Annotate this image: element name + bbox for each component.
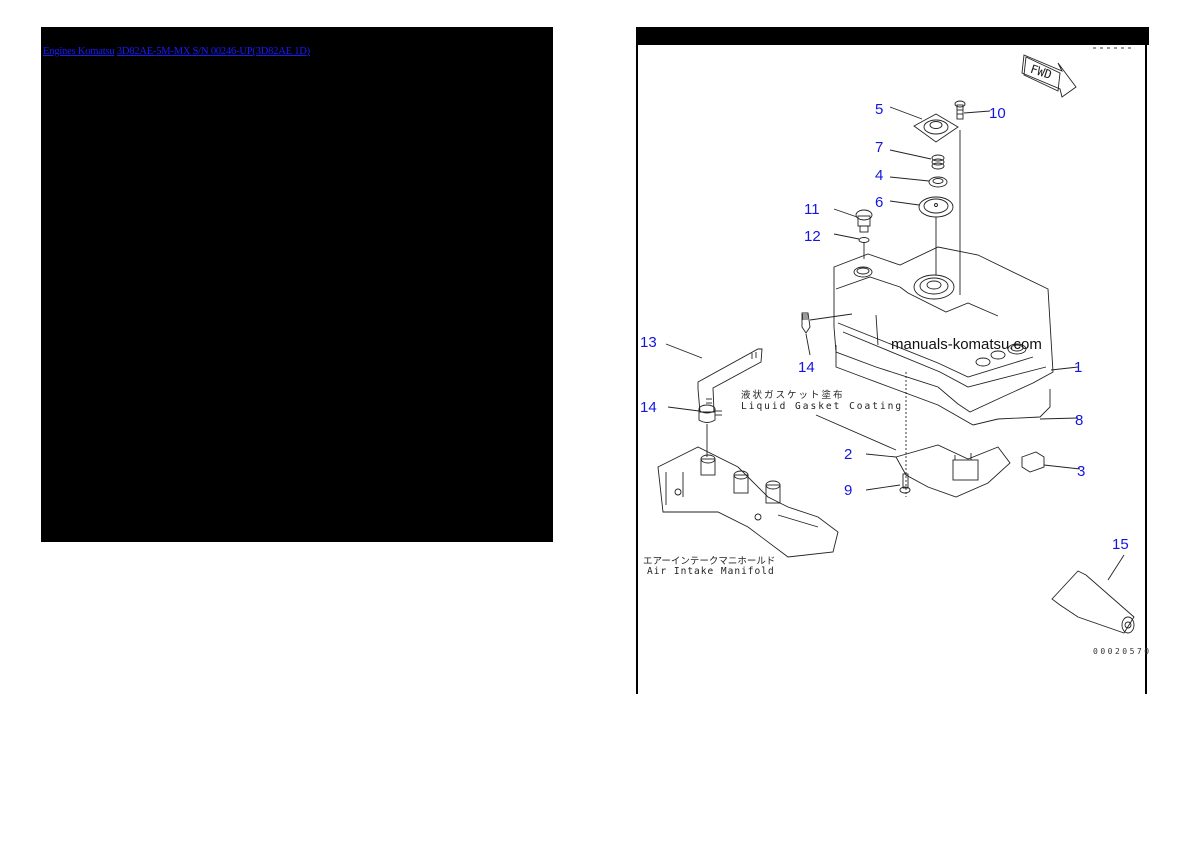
parts-diagram-panel: FWD [636, 27, 1149, 694]
part-2-bracket [865, 444, 1011, 498]
part-7-spring [889, 149, 945, 170]
drawing-code: 00020570 [1093, 647, 1152, 656]
part-4-valve [889, 176, 948, 188]
part-13-breather-hose [665, 343, 763, 413]
part-12-washer [833, 233, 870, 259]
manifold-label-en: Air Intake Manifold [647, 566, 775, 577]
manifold-label-jp: エアーインテークマニホールド [643, 556, 776, 567]
parts-info-panel: Engines Komatsu 3D82AE-5M-MX S/N 00246-U… [41, 27, 553, 542]
gasket-coating-label-jp: 液状ガスケット塗布 [741, 390, 845, 401]
breadcrumb-link-model[interactable]: 3D82AE-5M-MX S/N 00246-UP(3D82AE 1D) [116, 46, 310, 57]
part-9-bolt [865, 473, 911, 494]
callout-9[interactable]: 9 [844, 482, 853, 499]
callout-2[interactable]: 2 [844, 446, 853, 463]
callout-5[interactable]: 5 [875, 101, 884, 118]
gasket-coating-leader [815, 414, 897, 451]
part-1-cylinder-head-cover [833, 246, 1079, 413]
callout-15[interactable]: 15 [1112, 536, 1129, 553]
callout-6[interactable]: 6 [875, 194, 884, 211]
watermark: manuals-komatsu.com [891, 336, 1042, 353]
callout-10[interactable]: 10 [989, 105, 1006, 122]
gasket-coating-label-en: Liquid Gasket Coating [741, 401, 904, 412]
callout-11[interactable]: 11 [804, 201, 820, 218]
part-3-cap [1021, 451, 1081, 473]
fwd-arrow-icon: FWD [1021, 54, 1077, 98]
air-intake-manifold [657, 446, 839, 558]
part-14-clamp-upper [801, 312, 853, 356]
part-10-bolt [954, 100, 991, 120]
svg-text:FWD: FWD [1029, 62, 1054, 82]
breadcrumb: Engines Komatsu 3D82AE-5M-MX S/N 00246-U… [43, 46, 310, 57]
part-15-liquid-gasket-tube [1051, 554, 1135, 634]
callout-13[interactable]: 13 [640, 334, 657, 351]
part-6-diaphragm [889, 196, 954, 275]
part-8-gasket [835, 345, 1079, 426]
callout-8[interactable]: 8 [1075, 412, 1084, 429]
callout-14-lower[interactable]: 14 [640, 399, 657, 416]
breadcrumb-link-engines-komatsu[interactable]: Engines Komatsu [43, 46, 115, 57]
part-5-breather-cover [889, 106, 961, 295]
callout-7[interactable]: 7 [875, 139, 884, 156]
callout-4[interactable]: 4 [875, 167, 884, 184]
part-14-clamp-lower [667, 404, 722, 457]
callout-12[interactable]: 12 [804, 228, 821, 245]
callout-3[interactable]: 3 [1077, 463, 1086, 480]
part-11-plug [833, 208, 873, 233]
exploded-parts-diagram: FWD [657, 47, 1135, 634]
callout-1[interactable]: 1 [1074, 359, 1083, 376]
diagram-header-bar [636, 27, 1149, 45]
callout-14-upper[interactable]: 14 [798, 359, 815, 376]
